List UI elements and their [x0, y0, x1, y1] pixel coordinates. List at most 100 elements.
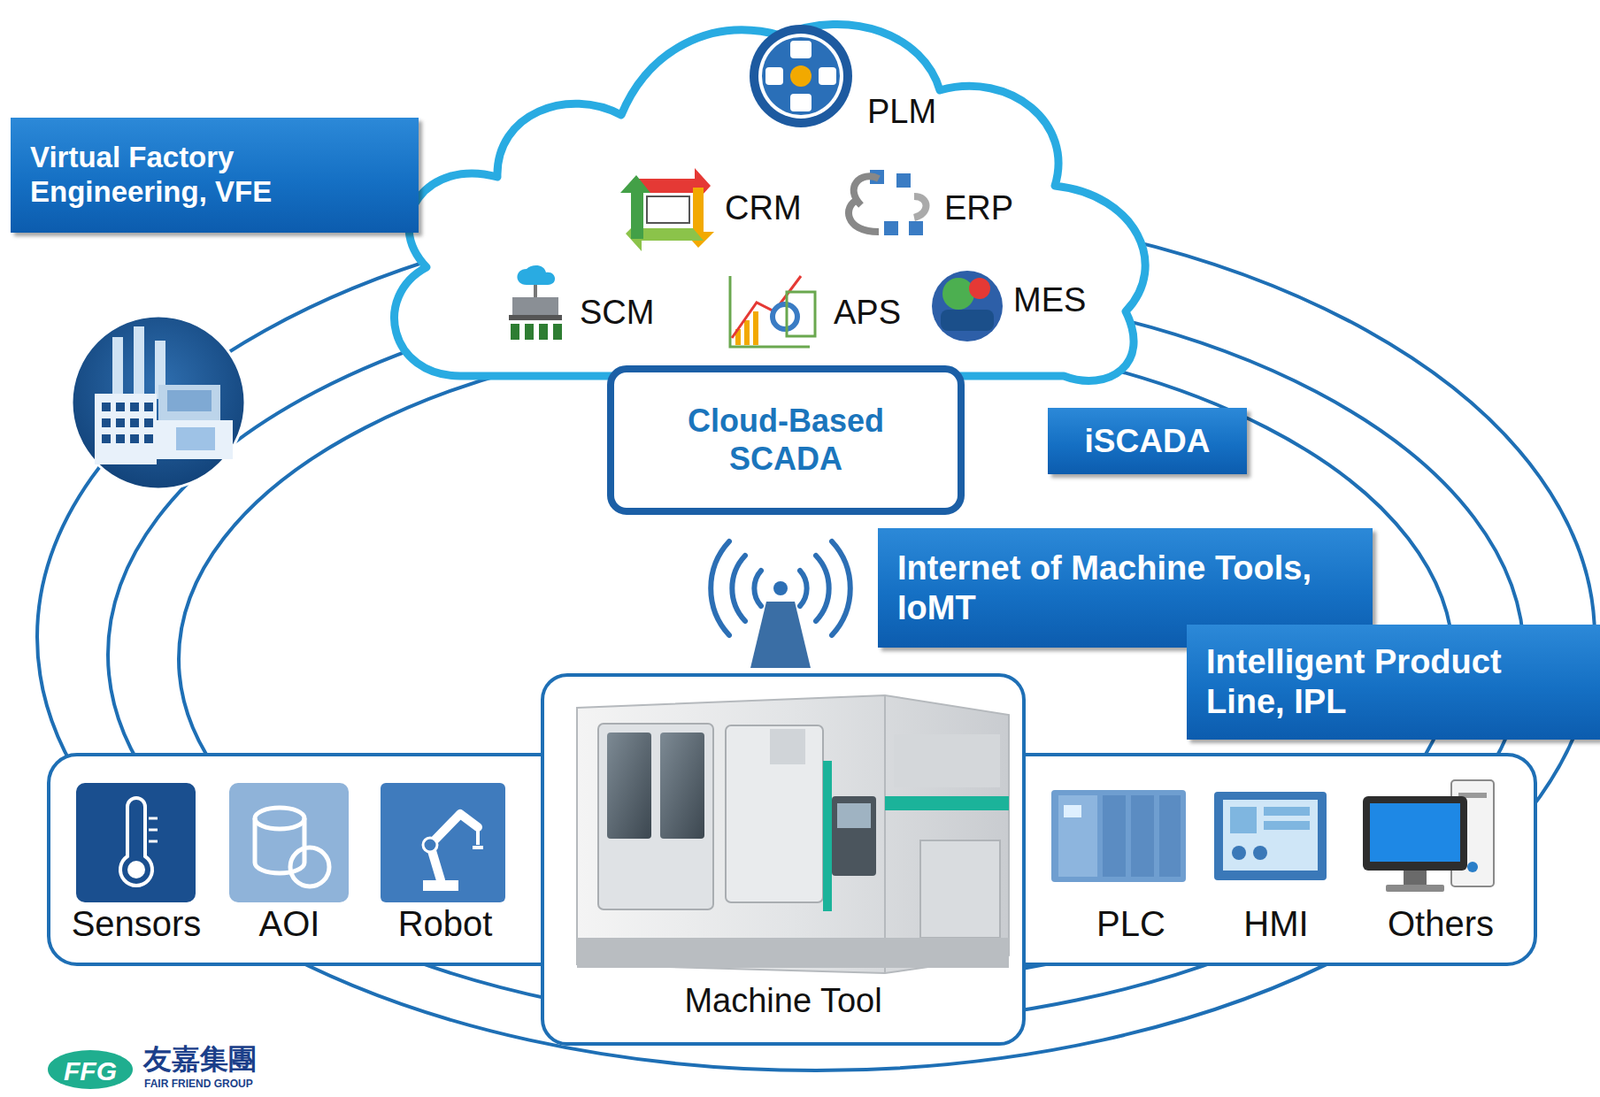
aoi-tile	[290, 847, 330, 887]
device-label: Sensors	[71, 904, 202, 944]
plm-icon	[790, 93, 812, 112]
hmi-icon	[1223, 800, 1318, 871]
robot-tile	[472, 827, 484, 848]
machine-tool-illustration	[598, 723, 714, 910]
antenna-icon	[815, 555, 830, 622]
sensor-tile	[120, 798, 153, 886]
plc-icon	[1102, 795, 1126, 877]
machine-tool-illustration	[884, 695, 886, 974]
factory-icon	[144, 434, 154, 444]
scm-icon	[512, 297, 559, 316]
factory-icon	[115, 434, 125, 444]
node-text: Cloud-Based SCADA	[631, 402, 940, 478]
erp-icon	[848, 169, 926, 236]
hmi-icon	[1231, 846, 1247, 861]
factory-icon	[158, 384, 221, 421]
aoi-tile	[229, 783, 349, 903]
system-label: SCM	[579, 294, 654, 332]
scm-icon	[533, 284, 538, 298]
logo-oval	[47, 1050, 133, 1090]
plm-icon	[765, 67, 784, 85]
hmi-icon	[1263, 807, 1310, 816]
system-label: ERP	[944, 190, 1014, 228]
erp-icon	[914, 196, 927, 218]
machine-tool-illustration	[576, 695, 1009, 974]
machine-tool-illustration	[837, 803, 871, 829]
plm-icon	[749, 24, 853, 128]
hmi-icon	[1253, 846, 1268, 861]
mes-icon	[931, 270, 1003, 342]
antenna-icon	[773, 581, 788, 596]
factory-icon	[130, 418, 139, 428]
crm-icon	[620, 168, 715, 252]
machine-tool-illustration	[576, 695, 1009, 974]
scm-icon	[553, 323, 562, 340]
factory-icon	[176, 427, 216, 451]
plc-icon	[1051, 790, 1186, 883]
machine-box-fill	[540, 673, 1026, 1047]
antenna-icon	[831, 541, 851, 636]
node-text: Virtual Factory Engineering, VFE	[30, 140, 400, 210]
computer-icon	[1385, 884, 1445, 893]
node-text: Intelligent Product Line, IPL	[1206, 642, 1581, 723]
antenna-icon	[731, 555, 746, 622]
factory-icon	[115, 418, 125, 428]
plm-icon	[790, 40, 812, 59]
plc-icon	[1051, 790, 1186, 883]
scm-icon	[508, 265, 562, 340]
device-label: Others	[1387, 904, 1494, 944]
system-label: MES	[1013, 282, 1086, 320]
scada-box: Cloud-Based SCADA	[607, 365, 965, 516]
aoi-tile	[254, 807, 305, 830]
sensor-tile	[76, 783, 196, 903]
device-label: HMI	[1243, 904, 1308, 944]
machine-tool-illustration	[823, 761, 832, 912]
aps-icon	[731, 276, 801, 339]
plc-icon	[1058, 795, 1098, 877]
robot-tile	[423, 838, 438, 853]
plc-icon	[1130, 795, 1154, 877]
plm-icon	[818, 67, 837, 85]
machine-tool-illustration	[884, 796, 1009, 811]
factory-icon	[144, 418, 154, 428]
cloud-outline	[394, 23, 1147, 381]
machine-tool-illustration	[725, 725, 824, 903]
erp-icon	[848, 200, 879, 232]
factory-icon	[94, 393, 157, 465]
machine-tool-illustration	[769, 729, 806, 765]
mes-icon	[931, 270, 1003, 342]
mes-icon	[940, 309, 994, 331]
machine-tool-illustration	[607, 732, 652, 839]
device-label: Robot	[398, 904, 493, 944]
node-text: iSCADA	[1084, 422, 1211, 462]
plc-icon	[1063, 805, 1082, 818]
computer-icon	[1369, 803, 1461, 862]
erp-icon	[884, 221, 899, 236]
antenna-icon	[753, 570, 762, 607]
factory-icon	[167, 390, 212, 412]
factory-icon	[101, 402, 111, 412]
aps-icon	[786, 292, 816, 337]
device-label: AOI	[259, 904, 321, 944]
factory-icon	[71, 315, 246, 490]
crm-icon	[646, 196, 690, 224]
plm-icon	[761, 37, 840, 116]
scm-icon	[510, 323, 520, 340]
factory-icon	[156, 420, 233, 460]
factory-icon	[112, 337, 124, 400]
title-banner: Virtual Factory Engineering, VFE	[10, 117, 419, 233]
factory-icon	[130, 434, 139, 444]
factory-icon	[101, 434, 111, 444]
system-label: CRM	[724, 190, 802, 228]
machine-frame: Machine Tool	[540, 673, 1026, 1047]
label-banner: Intelligent Product Line, IPL	[1186, 624, 1600, 740]
scm-icon	[524, 323, 534, 340]
factory-icon	[101, 402, 154, 444]
aps-icon	[772, 304, 798, 330]
erp-icon	[896, 173, 911, 188]
plm-icon	[749, 24, 853, 128]
aps-icon	[744, 320, 750, 346]
erp-icon	[908, 221, 924, 236]
system-label: PLM	[867, 93, 937, 131]
